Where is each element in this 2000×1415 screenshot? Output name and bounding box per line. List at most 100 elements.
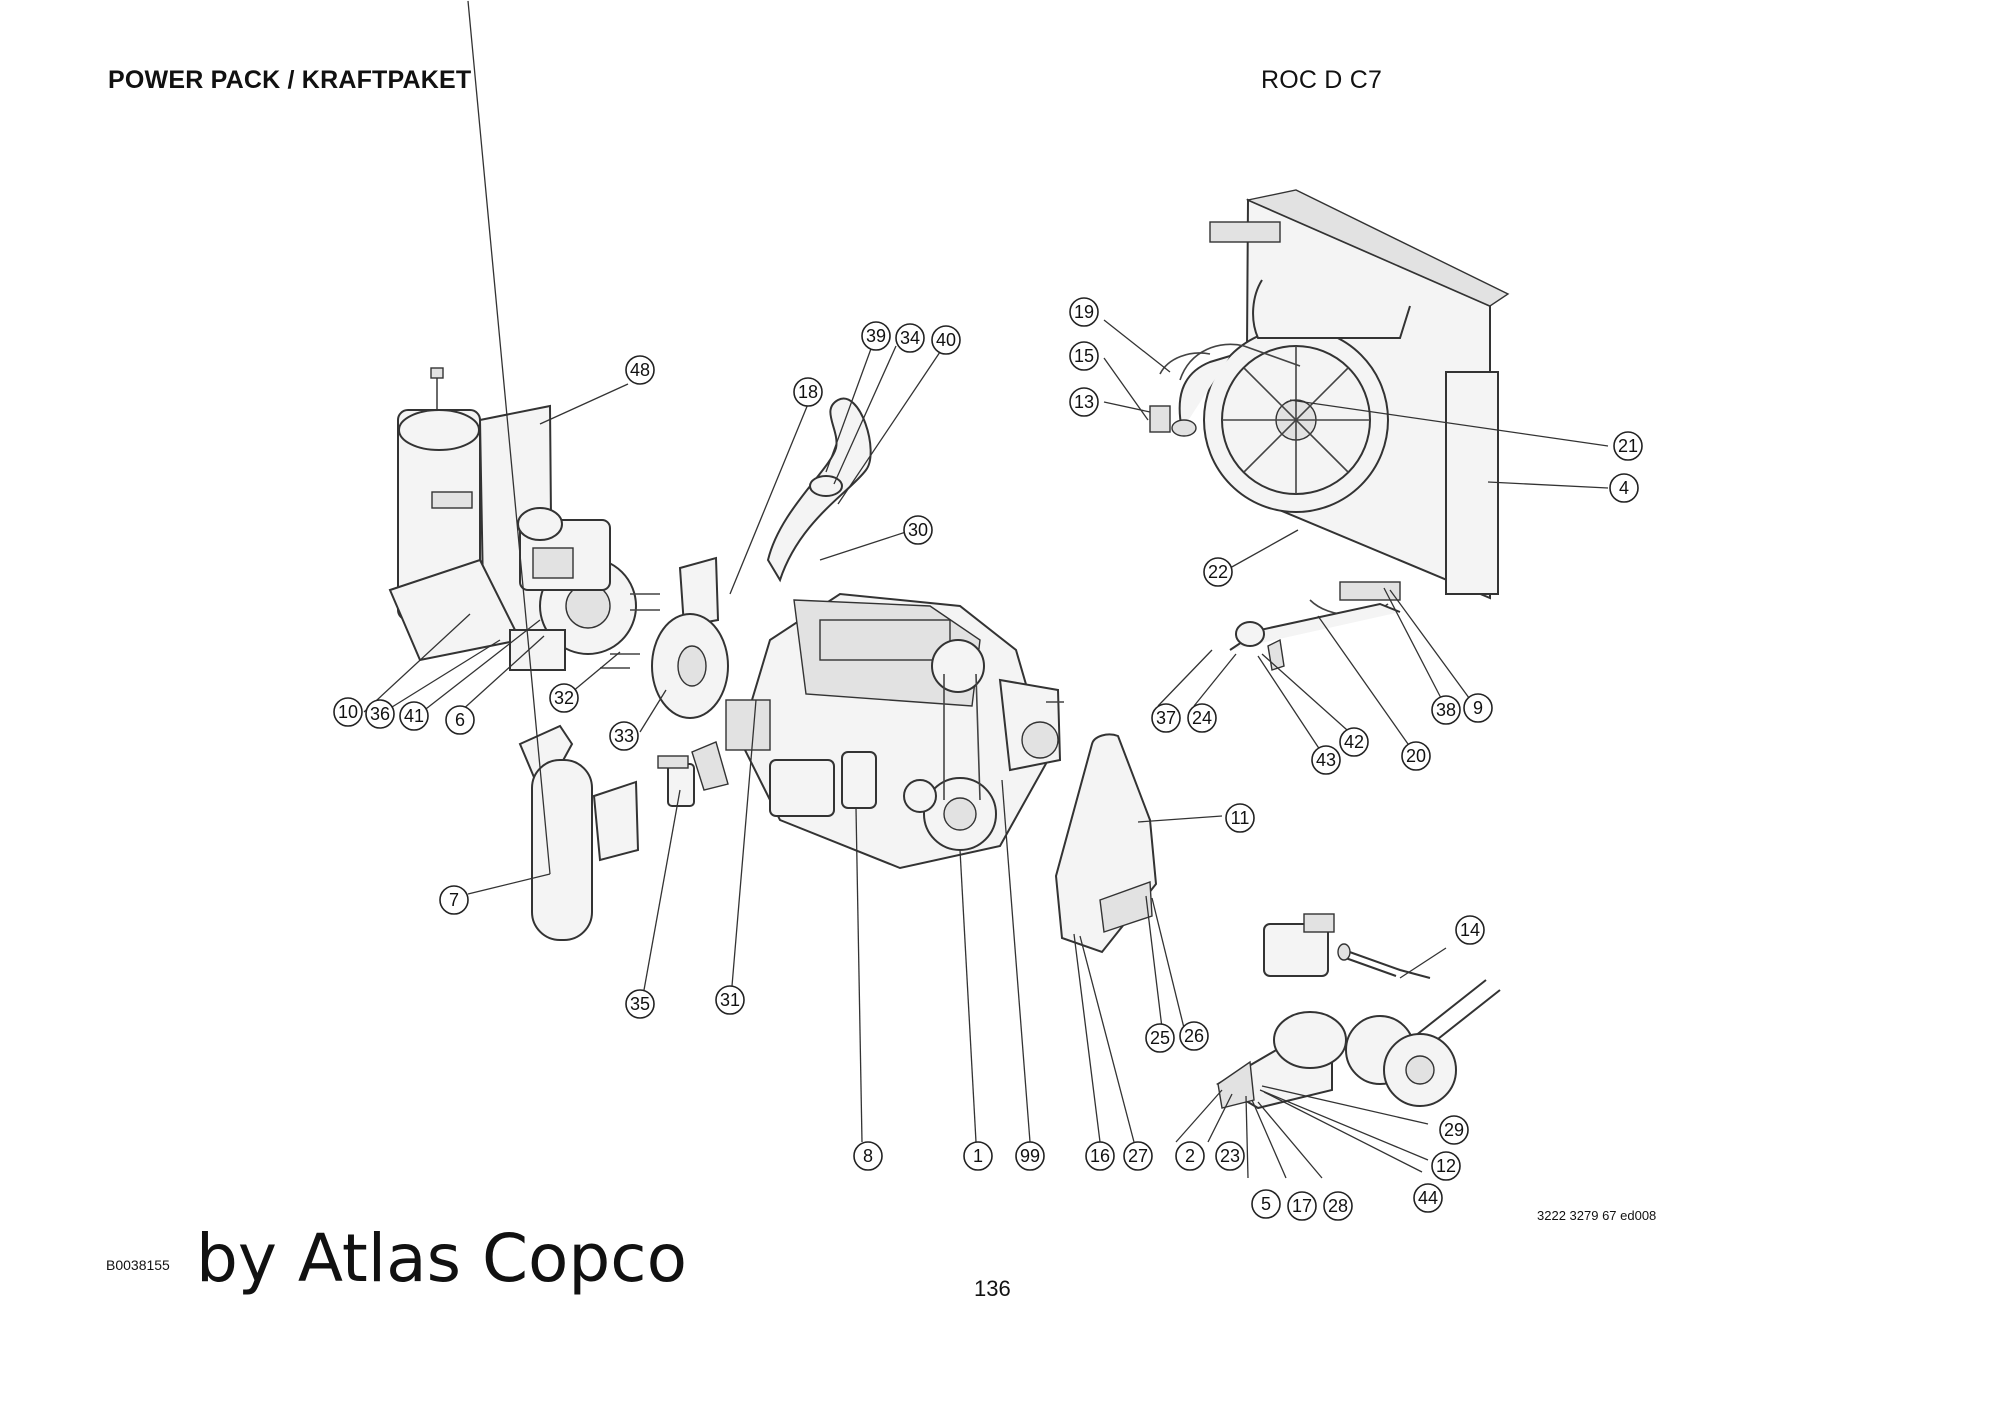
callout-label: 17 xyxy=(1292,1196,1312,1216)
callout-label: 8 xyxy=(863,1146,873,1166)
callout-label: 16 xyxy=(1090,1146,1110,1166)
callout-label: 1 xyxy=(973,1146,983,1166)
callout-29: 29 xyxy=(1439,1115,1469,1145)
callout-label: 37 xyxy=(1156,708,1176,728)
page-number: 136 xyxy=(974,1276,1011,1301)
callout-label: 35 xyxy=(630,994,650,1014)
callout-33: 33 xyxy=(609,721,639,751)
callout-1: 1 xyxy=(963,1141,993,1171)
callout-label: 36 xyxy=(370,704,390,724)
callout-label: 14 xyxy=(1460,920,1480,940)
callout-31: 31 xyxy=(715,985,745,1015)
callout-28: 28 xyxy=(1323,1191,1353,1221)
callout-7: 7 xyxy=(439,885,469,915)
belt-guard xyxy=(1054,733,1158,954)
callout-label: 26 xyxy=(1184,1026,1204,1046)
callout-16: 16 xyxy=(1085,1141,1115,1171)
callout-label: 42 xyxy=(1344,732,1364,752)
callout-label: 21 xyxy=(1618,436,1638,456)
callout-30: 30 xyxy=(903,515,933,545)
callout-38: 38 xyxy=(1431,695,1461,725)
callout-36: 36 xyxy=(365,699,395,729)
drawing-number: 3222 3279 67 ed008 xyxy=(1537,1208,1657,1223)
callout-label: 20 xyxy=(1406,746,1426,766)
muffler xyxy=(518,724,640,941)
hydraulic-pump-assembly xyxy=(1216,913,1501,1110)
callout-9: 9 xyxy=(1463,693,1493,723)
callout-label: 34 xyxy=(900,328,920,348)
callout-label: 99 xyxy=(1020,1146,1040,1166)
callout-label: 13 xyxy=(1074,392,1094,412)
document-code: B0038155 xyxy=(106,1257,170,1273)
callout-label: 23 xyxy=(1220,1146,1240,1166)
model-name: ROC D C7 xyxy=(1261,66,1383,94)
callout-label: 15 xyxy=(1074,346,1094,366)
callout-label: 24 xyxy=(1192,708,1212,728)
leader-lines xyxy=(363,0,1609,1179)
callout-17: 17 xyxy=(1287,1191,1317,1221)
callout-15: 15 xyxy=(1069,341,1099,371)
callout-label: 9 xyxy=(1473,698,1483,718)
callout-39: 39 xyxy=(861,321,891,351)
callout-40: 40 xyxy=(931,325,961,355)
callout-label: 19 xyxy=(1074,302,1094,322)
page-title: POWER PACK / KRAFTPAKET xyxy=(108,66,472,94)
callout-21: 21 xyxy=(1613,431,1643,461)
callout-48: 48 xyxy=(625,355,655,385)
callout-label: 4 xyxy=(1619,478,1629,498)
callout-11: 11 xyxy=(1225,803,1255,833)
callout-24: 24 xyxy=(1187,703,1217,733)
callout-14: 14 xyxy=(1455,915,1485,945)
callout-label: 5 xyxy=(1261,1194,1271,1214)
callout-18: 18 xyxy=(793,377,823,407)
callout-2: 2 xyxy=(1175,1141,1205,1171)
callout-label: 48 xyxy=(630,360,650,380)
callout-5: 5 xyxy=(1251,1189,1281,1219)
callout-37: 37 xyxy=(1151,703,1181,733)
bracket-and-pulley xyxy=(651,556,729,719)
callout-32: 32 xyxy=(549,683,579,713)
callout-20: 20 xyxy=(1401,741,1431,771)
callout-6: 6 xyxy=(445,705,475,735)
callout-22: 22 xyxy=(1203,557,1233,587)
callout-27: 27 xyxy=(1123,1141,1153,1171)
callout-4: 4 xyxy=(1609,473,1639,503)
callout-label: 32 xyxy=(554,688,574,708)
callout-label: 6 xyxy=(455,710,465,730)
callout-12: 12 xyxy=(1431,1151,1461,1181)
callout-label: 40 xyxy=(936,330,956,350)
callout-label: 7 xyxy=(449,890,459,910)
callout-label: 2 xyxy=(1185,1146,1195,1166)
callout-label: 12 xyxy=(1436,1156,1456,1176)
callout-19: 19 xyxy=(1069,297,1099,327)
callout-label: 18 xyxy=(798,382,818,402)
radiator-assembly xyxy=(1149,189,1510,616)
callout-label: 38 xyxy=(1436,700,1456,720)
callout-label: 22 xyxy=(1208,562,1228,582)
compressor-assembly xyxy=(388,367,660,671)
callout-42: 42 xyxy=(1339,727,1369,757)
brand-watermark: by Atlas Copco xyxy=(196,1220,687,1297)
callout-label: 43 xyxy=(1316,750,1336,770)
callout-label: 39 xyxy=(866,326,886,346)
callout-26: 26 xyxy=(1179,1021,1209,1051)
callout-41: 41 xyxy=(399,701,429,731)
callout-label: 30 xyxy=(908,520,928,540)
callout-34: 34 xyxy=(895,323,925,353)
callout-label: 28 xyxy=(1328,1196,1348,1216)
diesel-engine xyxy=(725,397,1064,870)
callout-label: 33 xyxy=(614,726,634,746)
coolant-hoses xyxy=(1171,355,1401,671)
callout-label: 44 xyxy=(1418,1188,1438,1208)
callout-13: 13 xyxy=(1069,387,1099,417)
callout-label: 10 xyxy=(338,702,358,722)
callout-43: 43 xyxy=(1311,745,1341,775)
callout-label: 41 xyxy=(404,706,424,726)
fuel-filter xyxy=(657,741,729,807)
callout-label: 29 xyxy=(1444,1120,1464,1140)
callout-label: 11 xyxy=(1231,808,1250,828)
callout-23: 23 xyxy=(1215,1141,1245,1171)
callout-label: 25 xyxy=(1150,1028,1170,1048)
callout-35: 35 xyxy=(625,989,655,1019)
